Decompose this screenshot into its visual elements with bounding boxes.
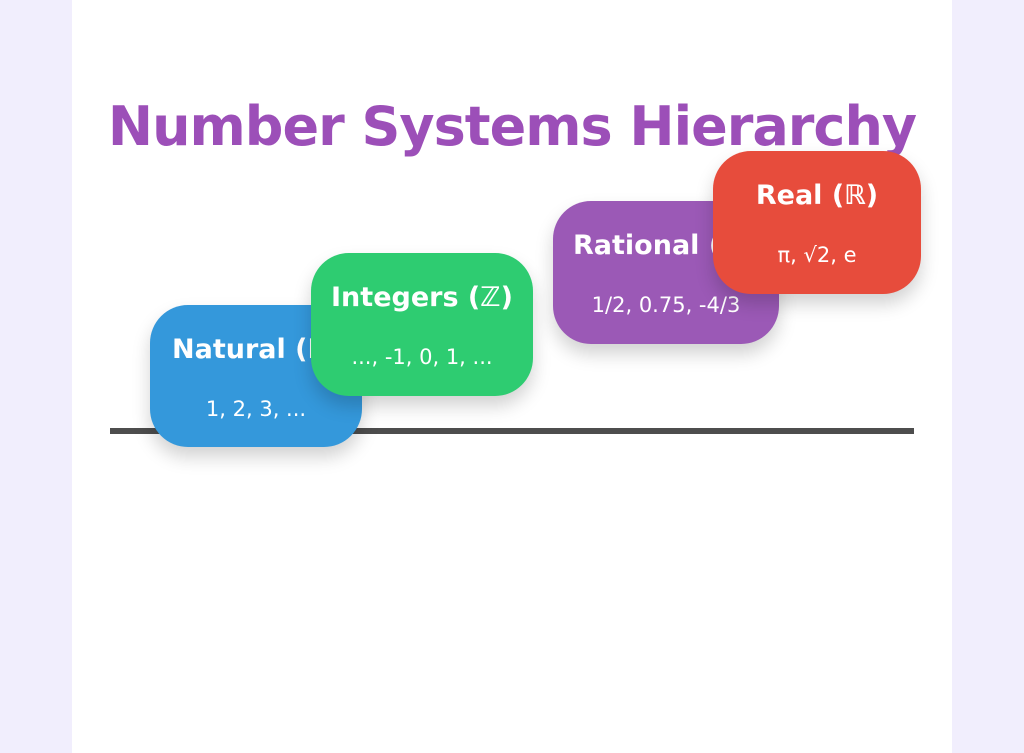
integers-examples: ..., -1, 0, 1, ... [351, 345, 493, 369]
integers-label: Integers (ℤ) [331, 282, 513, 313]
diagram-panel: Number Systems Hierarchy Natural (ℕ) 1, … [72, 0, 952, 753]
real-numbers-examples: π, √2, e [777, 243, 857, 267]
natural-numbers-examples: 1, 2, 3, ... [205, 397, 307, 421]
real-numbers-label: Real (ℝ) [755, 180, 879, 211]
real-numbers-box: Real (ℝ) π, √2, e [713, 151, 921, 294]
baseline [110, 428, 914, 434]
rational-numbers-examples: 1/2, 0.75, -4/3 [591, 293, 741, 317]
integers-box: Integers (ℤ) ..., -1, 0, 1, ... [311, 253, 533, 396]
page-title: Number Systems Hierarchy [107, 95, 917, 158]
